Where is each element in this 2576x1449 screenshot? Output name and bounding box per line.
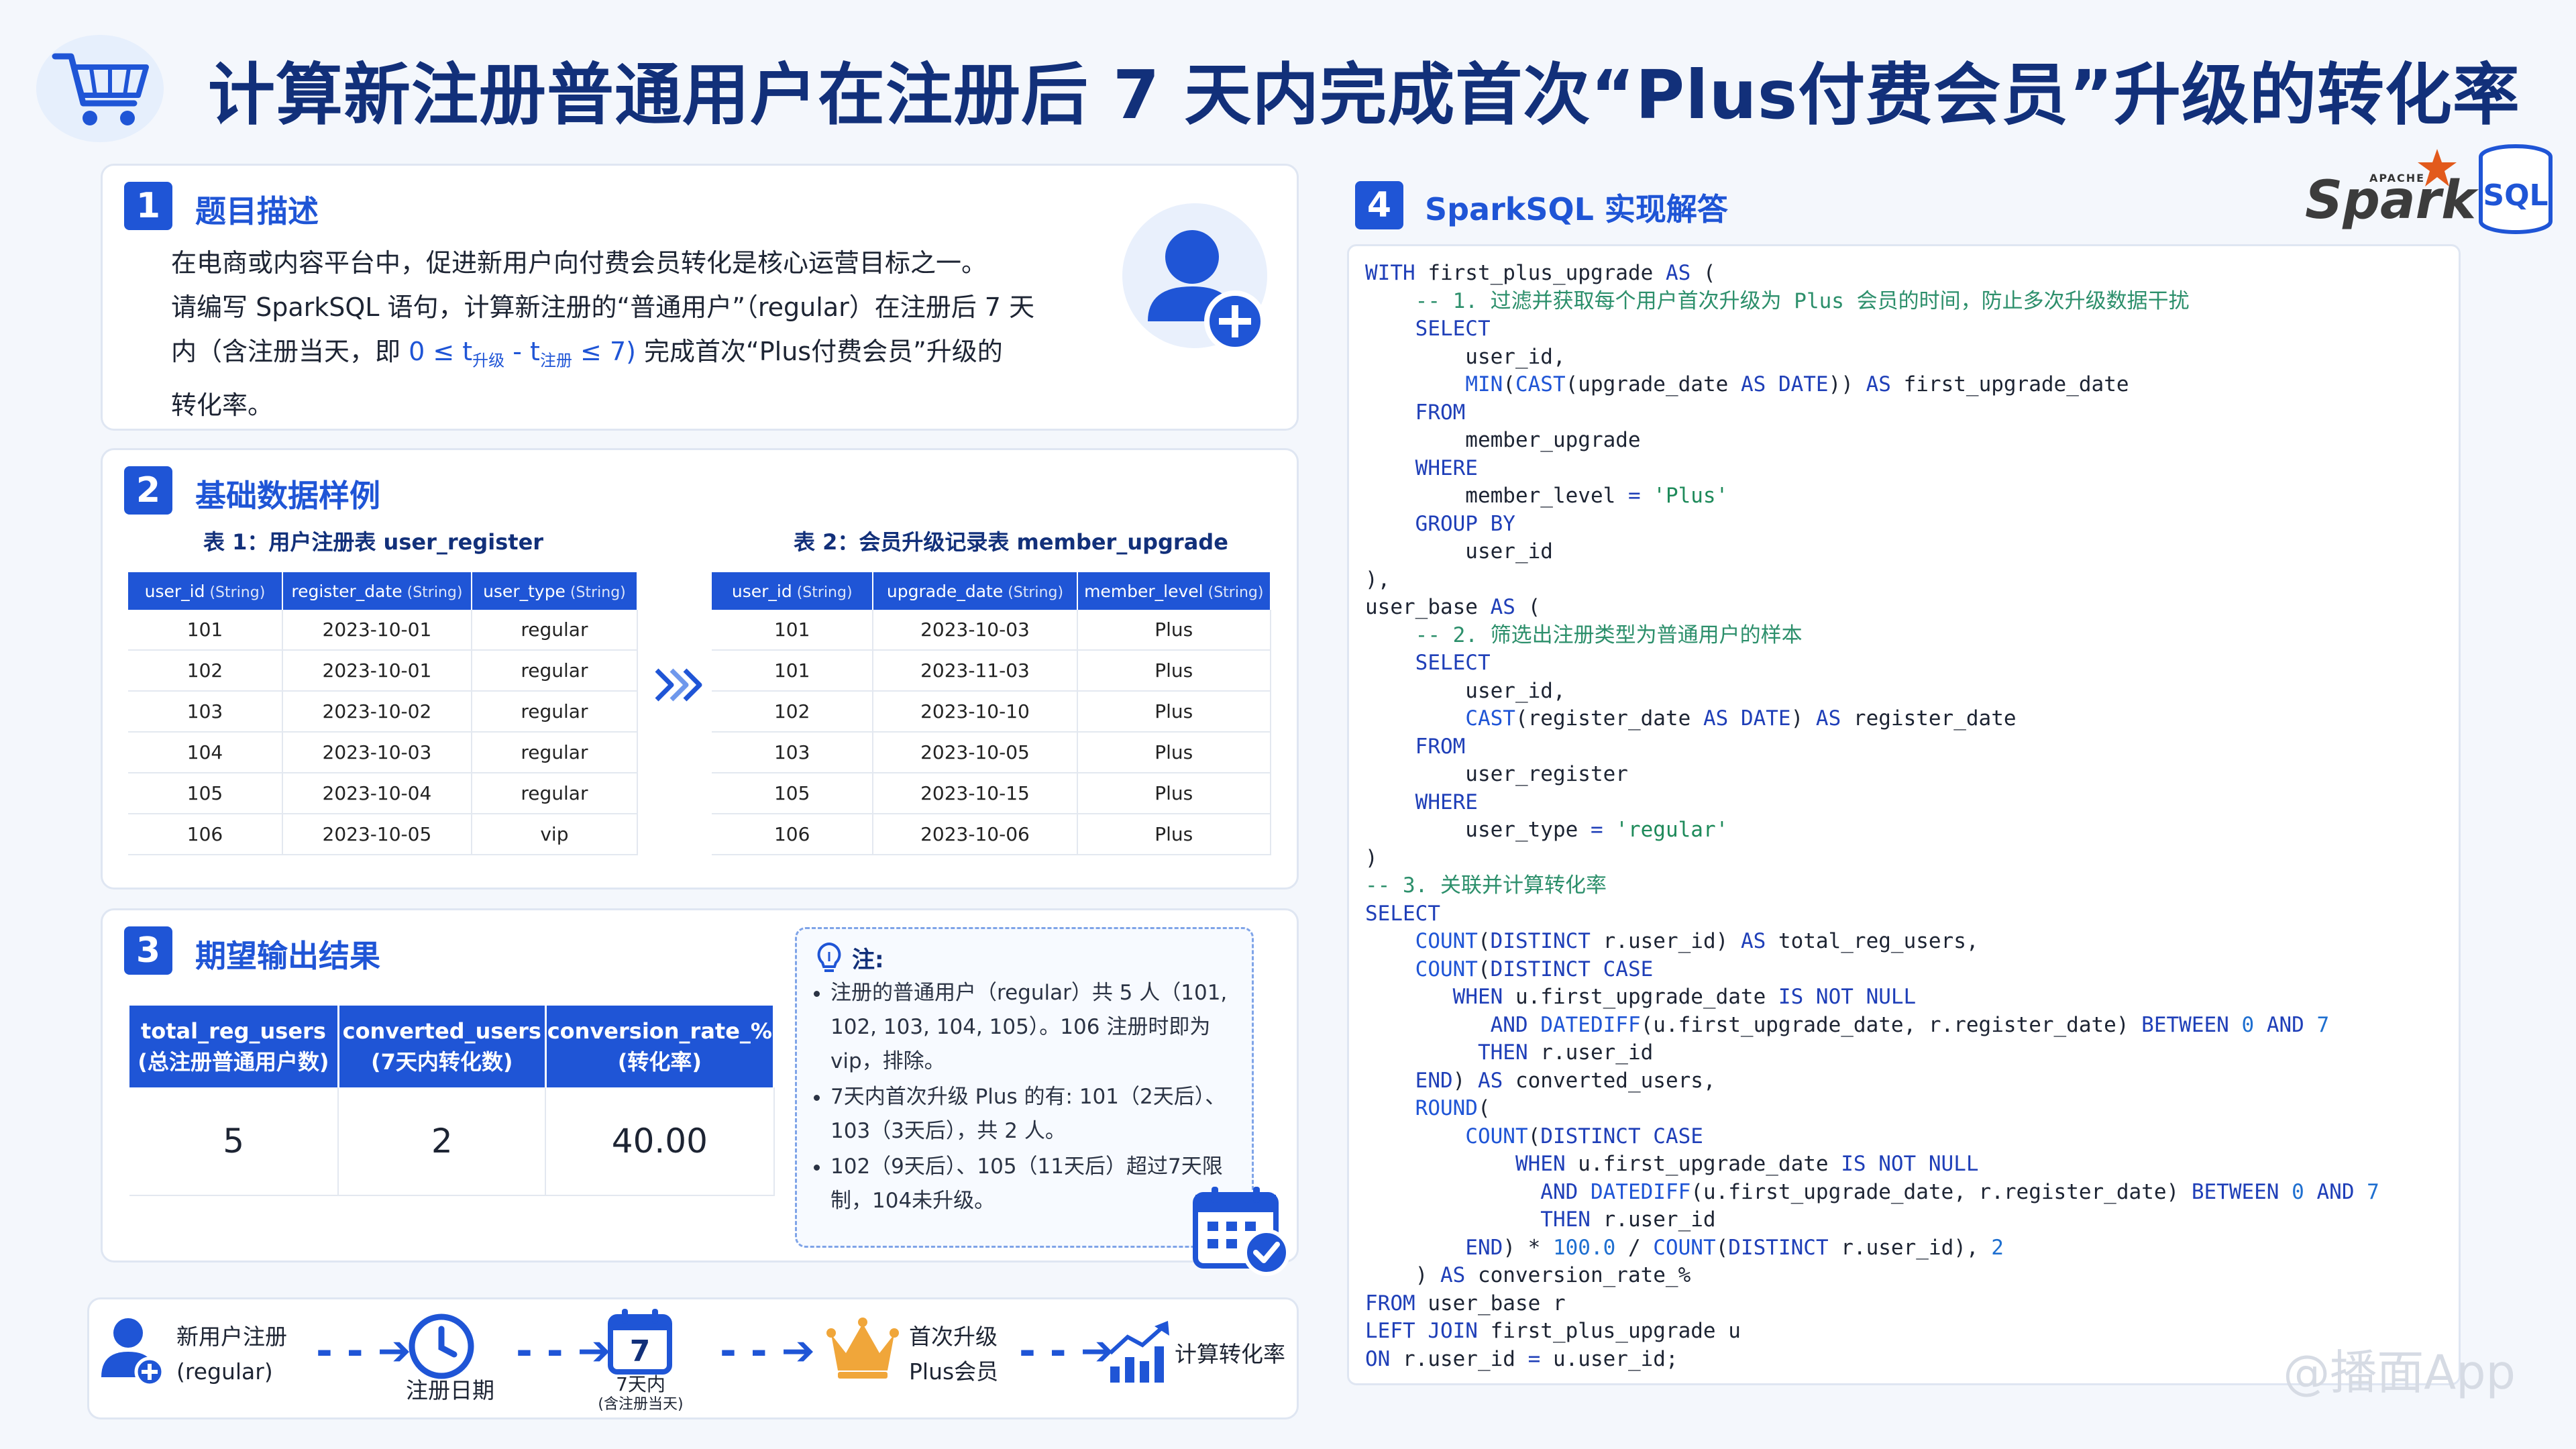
section-title: 基础数据样例 [195,478,380,514]
column-header: user_id (String) [128,572,283,610]
note-box: 注: 注册的普通用户（regular）共 5 人（101, 102, 103, … [795,927,1290,1276]
description-line: 内（含注册当天，即 0 ≤ t升级 - t注册 ≤ 7) 完成首次“Plus付费… [171,337,1003,370]
section-title: SparkSQL 实现解答 [1425,191,1728,227]
note-item: 102（9天后）、105（11天后）超过7天限制，104未升级。 [830,1150,1246,1218]
section-title: 题目描述 [195,193,319,229]
spark-logo: APACHE Spark [2302,148,2476,235]
cart-logo [36,35,164,142]
column-header: conversion_rate_%(转化率) [545,1006,775,1087]
user-register-table: user_id (String) register_date (String) … [128,572,639,855]
calendar-check-icon [1191,1183,1292,1279]
section-number: 1 [124,182,172,230]
column-header: member_level (String) [1077,572,1272,610]
note-item: 注册的普通用户（regular）共 5 人（101, 102, 103, 104… [830,976,1246,1079]
sample-data-panel: 2 基础数据样例 表 1：用户注册表 user_register 表 2：会员升… [101,448,1299,890]
section-number: 4 [1355,181,1403,229]
note-title: 注: [852,947,884,973]
section-title: 期望输出结果 [195,938,380,974]
description-panel: 1 题目描述 在电商或内容平台中，促进新用户向付费会员转化是核心运营目标之一。 … [101,164,1299,431]
expected-output-panel: 3 期望输出结果 total_reg_users(总注册普通用户数) conve… [101,908,1299,1263]
description-line: 转化率。 [171,390,274,420]
flow-step-register: 新用户注册(regular) [176,1324,287,1385]
star-icon [2418,149,2457,186]
column-header: converted_users(7天内转化数) [338,1006,547,1087]
description-text: 在电商或内容平台中，促进新用户向付费会员转化是核心运营目标之一。 请编写 Spa… [171,241,1150,427]
growth-chart-icon [1106,1320,1173,1389]
table2-caption: 表 2：会员升级记录表 member_upgrade [794,529,1228,555]
flow-arrow: - - ➔ [1019,1328,1114,1375]
calendar-icon: 7 [607,1307,673,1375]
section-number: 2 [124,466,172,515]
note-list: 注册的普通用户（regular）共 5 人（101, 102, 103, 104… [804,976,1246,1220]
flow-arrow: - - ➔ [516,1328,611,1375]
watermark: @播面App [2283,1345,2516,1400]
column-header: user_id (String) [712,572,874,610]
page-title: 计算新注册普通用户在注册后 7 天内完成首次“Plus付费会员”升级的转化率 [208,56,2520,134]
flow-step-7days: 7天内(含注册当天) [598,1373,684,1413]
flow-step-rate: 计算转化率 [1175,1341,1285,1367]
table1-caption: 表 1：用户注册表 user_register [203,529,544,555]
section-number: 3 [124,926,172,975]
sql-code: WITH first_plus_upgrade AS ( -- 1. 过滤并获取… [1365,261,2379,1371]
column-header: total_reg_users(总注册普通用户数) [129,1006,339,1087]
note-item: 7天内首次升级 Plus 的有: 101（2天后）、103（3天后），共 2 人… [830,1080,1246,1148]
double-chevron-right-icon [653,665,702,708]
result-table: total_reg_users(总注册普通用户数) converted_user… [129,1006,775,1196]
add-user-icon [1122,203,1267,352]
flow-arrow: - - ➔ [316,1328,411,1375]
shopping-cart-icon [52,53,149,125]
database-sql-icon: SQL [2475,142,2556,236]
lightbulb-icon [814,941,844,977]
flow-step-date: 注册日期 [406,1377,494,1403]
description-line: 在电商或内容平台中，促进新用户向付费会员转化是核心运营目标之一。 [171,248,987,278]
user-add-icon [99,1313,166,1389]
column-header: user_type (String) [471,572,639,610]
crown-icon [826,1314,900,1384]
clock-icon [405,1311,478,1388]
flow-arrow: - - ➔ [720,1328,815,1375]
member-upgrade-table: user_id (String) upgrade_date (String) m… [712,572,1272,855]
sql-code-block: WITH first_plus_upgrade AS ( -- 1. 过滤并获取… [1347,244,2461,1385]
process-flow: 新用户注册(regular) - - ➔ 注册日期 - - ➔ 7 7天内(含注… [87,1297,1299,1419]
column-header: register_date (String) [282,572,472,610]
description-line: 请编写 SparkSQL 语句，计算新注册的“普通用户”（regular）在注册… [171,292,1035,322]
column-header: upgrade_date (String) [873,572,1078,610]
